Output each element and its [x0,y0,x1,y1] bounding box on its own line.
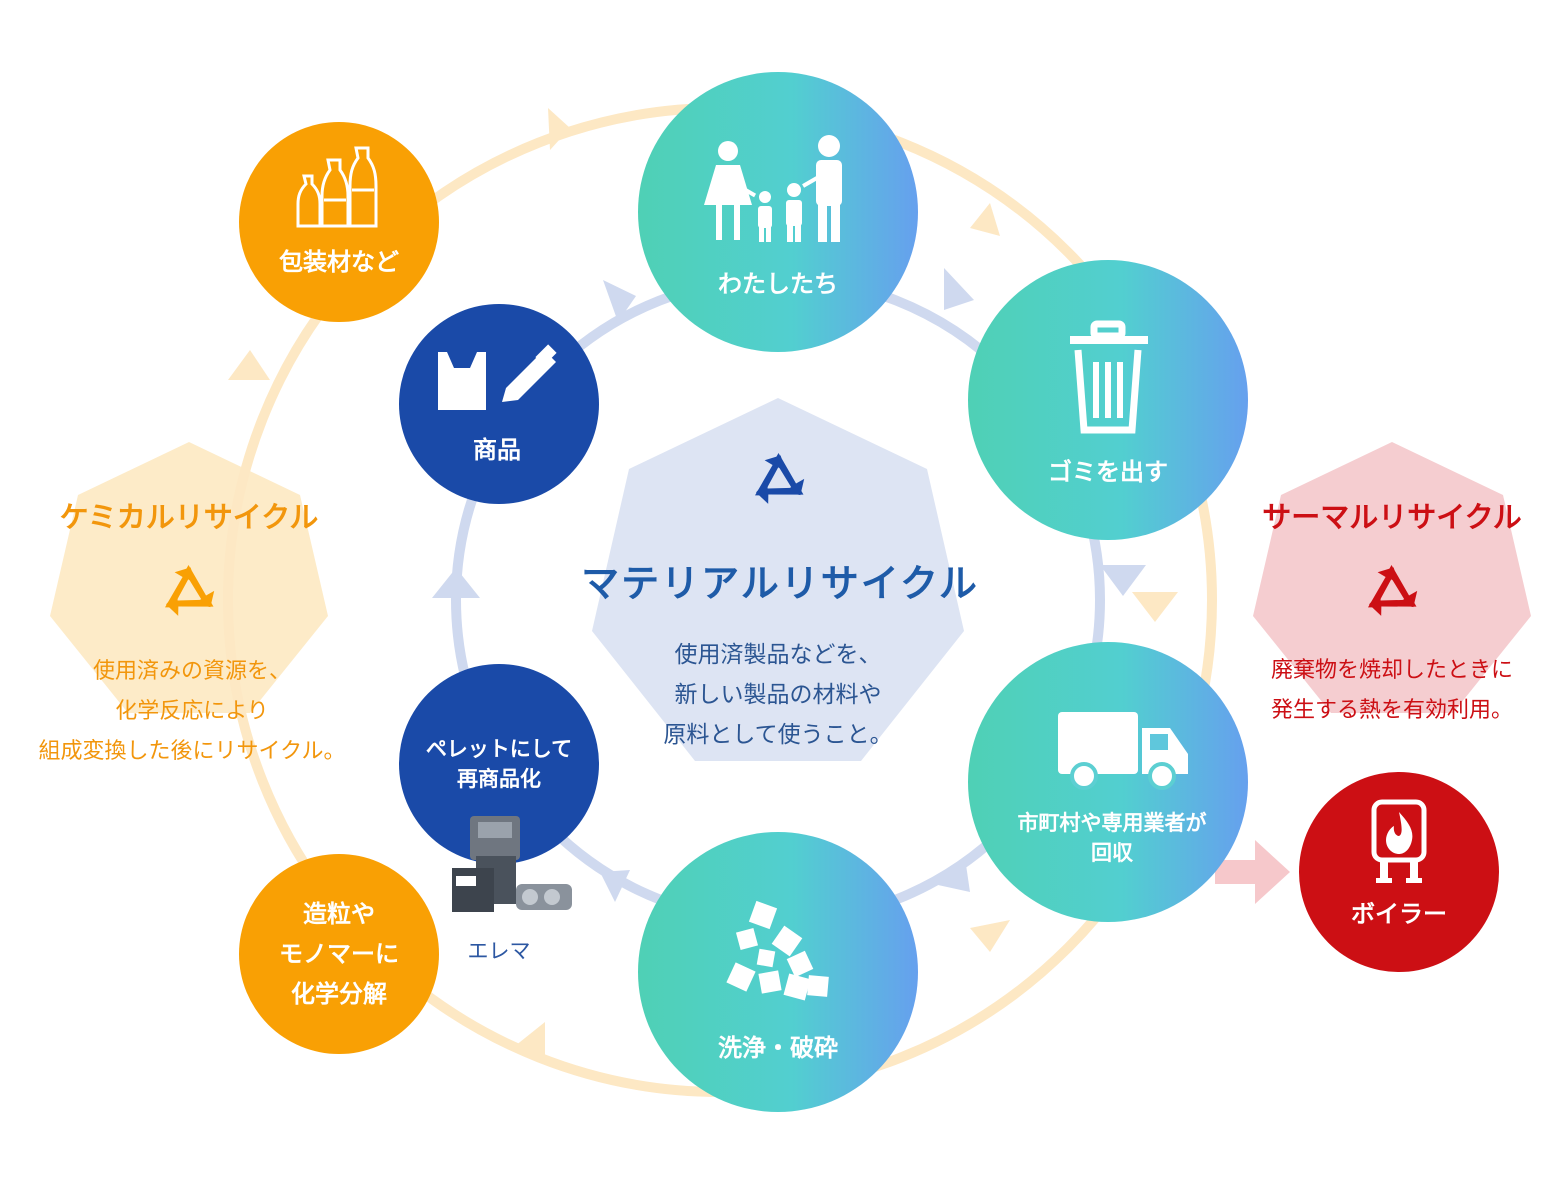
node-collect-label-line-1: 市町村や専用業者が [1017,811,1207,835]
node-granulate-label-line-1: 造粒や [303,900,375,928]
family-icon [704,135,842,242]
node-pellet-label-line-2: 再商品化 [457,767,541,791]
chemical-desc-line-2: 化学反応により [115,699,269,724]
outer-arrow-4 [970,920,1010,952]
node-granulate-label-line-3: 化学分解 [291,980,387,1008]
material-heptagon [592,398,964,761]
trash-can-icon [1070,320,1148,434]
node-boiler-label: ボイラー [1351,900,1447,928]
material-desc-line-1: 使用済製品などを、 [674,642,882,668]
outer-arrow-1 [548,108,570,150]
node-collect [968,642,1248,922]
inner-arrow-5 [600,870,630,902]
node-wash-label: 洗浄・破砕 [718,1034,838,1062]
chemical-title: ケミカルリサイクル [59,500,319,534]
truck-icon [1058,712,1188,790]
machine-label: エレマ [467,939,531,963]
outer-arrow-5 [515,1022,545,1065]
inner-arrow-6 [432,568,480,598]
node-collect-label-line-2: 回収 [1091,841,1133,865]
outer-ring-arrows [228,108,1178,1065]
inner-arrow-2 [944,268,974,310]
node-packaging-label: 包装材など [279,248,399,276]
node-pellet-label-line-1: ペレットにして [425,737,573,761]
boiler-flame-icon [1371,799,1427,883]
bottles-icon [296,146,378,228]
chemical-desc-line-3: 組成変換した後にリサイクル。 [38,739,346,764]
node-us [638,72,918,352]
node-collect-label: 市町村や専用業者が 回収 [1018,808,1207,868]
inner-arrow-1 [603,280,636,322]
node-products [399,304,599,504]
node-us-label: わたしたち [718,270,838,298]
node-pellet-label: ペレットにして 再商品化 [426,734,572,794]
node-pellet [399,664,599,864]
chemical-desc-line-1: 使用済みの資源を、 [92,659,291,684]
outer-arrow-3 [1132,592,1178,622]
thermal-title: サーマルリサイクル [1262,500,1522,534]
material-desc-line-3: 原料として使うこと。 [663,722,893,748]
outer-arrow-2 [970,203,1000,236]
pelletizer-machine-icon [452,816,572,912]
material-title: マテリアルリサイクル [581,561,979,606]
node-trash-label: ゴミを出す [1048,458,1168,486]
thermal-desc-line-1: 廃棄物を焼却したときに [1270,658,1514,683]
thermal-description: 廃棄物を焼却したときに 発生する熱を有効利用。 [1271,651,1513,731]
thermal-arrow-head [1255,840,1290,904]
node-granulate-label-line-2: モノマーに [279,940,399,968]
bag-and-pen-icon [438,344,557,410]
node-granulate-label: 造粒や モノマーに 化学分解 [279,894,399,1014]
chemical-description: 使用済みの資源を、 化学反応により 組成変換した後にリサイクル。 [39,652,346,772]
material-desc-line-2: 新しい製品の材料や [674,682,882,708]
inner-ring-arrows [432,268,1146,902]
material-description: 使用済製品などを、 新しい製品の材料や 原料として使うこと。 [663,635,892,755]
outer-arrow-6 [228,350,270,380]
node-granulate [239,854,439,1054]
thermal-arrow [1215,840,1290,904]
node-packaging [239,122,439,322]
thermal-desc-line-2: 発生する熱を有効利用。 [1270,698,1514,723]
inner-arrow-4 [938,858,970,892]
node-products-label: 商品 [473,436,521,464]
crushed-pieces-icon [726,900,829,1001]
node-boiler [1299,772,1499,972]
thermal-arrow-shaft [1215,860,1257,884]
inner-arrow-3 [1100,565,1146,596]
